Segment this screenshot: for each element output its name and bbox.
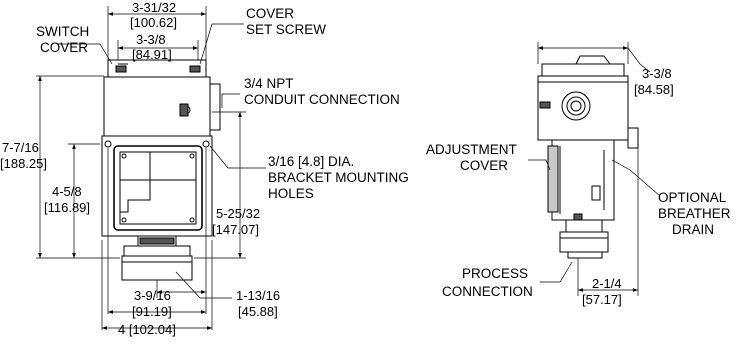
right-height-dim-metric: [147.07] — [212, 222, 259, 237]
front-view-drawing — [36, 6, 266, 330]
conduit-label-2: CONDUIT CONNECTION — [244, 92, 400, 107]
hole-height-dim: 4-5/8 — [52, 184, 82, 199]
conduit-label-1: 3/4 NPT — [244, 76, 294, 91]
conduit-hub — [561, 91, 591, 121]
base-width-dim: 4 [102.04] — [118, 322, 176, 337]
process-label-2: CONNECTION — [442, 284, 533, 299]
adjustment-cover-shape — [547, 145, 559, 213]
bracket-holes-label-2: BRACKET MOUNTING — [268, 170, 409, 185]
offset-dim: 1-13/16 — [236, 288, 280, 303]
side-depth-dim-metric: [84.58] — [634, 82, 674, 97]
switch-cover-label-1: SWITCH — [36, 24, 89, 39]
hole-spacing-dim: 3-9/16 — [134, 288, 171, 303]
breather-label-3: DRAIN — [672, 222, 714, 237]
cover-set-screw-label-1: COVER — [246, 6, 294, 21]
overall-width-dim-metric: [100.62] — [130, 15, 177, 30]
breather-label-1: OPTIONAL — [658, 190, 727, 205]
process-label-1: PROCESS — [462, 266, 528, 281]
offset-dim-metric: [45.88] — [238, 304, 278, 319]
adjustment-cover-label-2: COVER — [460, 158, 508, 173]
right-height-dim: 5-25/32 — [216, 206, 260, 221]
switch-cover-label-2: COVER — [40, 40, 88, 55]
adjustment-cover-label-1: ADJUSTMENT — [426, 142, 517, 157]
bracket-holes-label-1: 3/16 [4.8] DIA. — [268, 154, 354, 169]
total-height-dim: 7-7/16 — [2, 140, 39, 155]
side-body — [551, 139, 615, 221]
side-view-drawing — [528, 42, 661, 296]
hole-spacing-dim-metric: [91.19] — [132, 304, 172, 319]
cover-set-screw-label-2: SET SCREW — [246, 22, 326, 37]
process-width-dim-metric: [57.17] — [582, 292, 622, 307]
process-width-dim: 2-1/4 — [592, 276, 622, 291]
upper-housing — [103, 76, 211, 137]
bracket-holes-label-3: HOLES — [268, 186, 314, 201]
side-depth-dim: 3-3/8 — [642, 66, 672, 81]
overall-width-dim: 3-31/32 — [132, 0, 176, 15]
breather-label-2: BREATHER — [658, 206, 731, 221]
hole-height-dim-metric: [116.89] — [44, 200, 90, 215]
cover-width-dim: 3-3/8 — [136, 32, 166, 47]
cover-width-dim-metric: [84.91] — [132, 47, 172, 62]
total-height-dim-metric: [188.25] — [0, 156, 47, 171]
